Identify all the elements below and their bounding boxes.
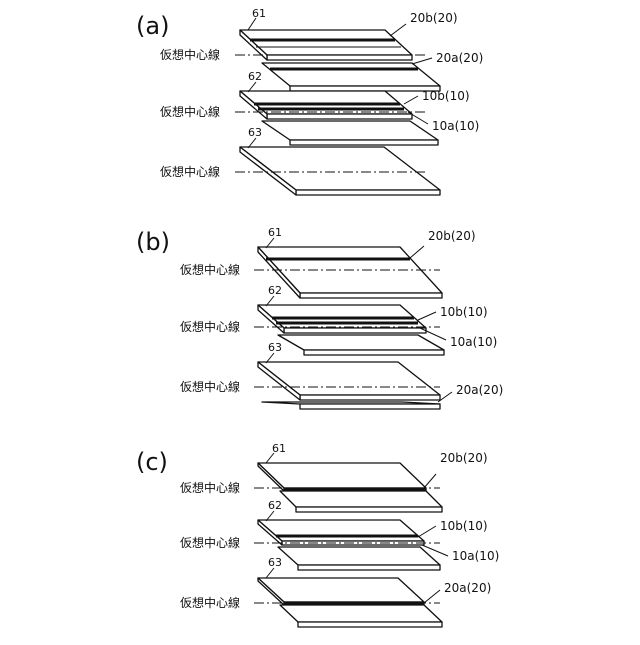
plate-63-c: [254, 568, 442, 627]
plate-ref-61-b: 61: [268, 226, 282, 239]
callout-10a-a: 10a(10): [432, 119, 479, 133]
callout-20b-c: 20b(20): [440, 451, 488, 465]
plate-ref-63-c: 63: [268, 556, 282, 569]
callout-20b-b: 20b(20): [428, 229, 476, 243]
callout-10b-c: 10b(10): [440, 519, 488, 533]
callout-20a-a: 20a(20): [436, 51, 483, 65]
center-line-label-a1: 仮想中心線: [160, 47, 220, 62]
plate-ref-62-a: 62: [248, 70, 262, 83]
callout-10a-c: 10a(10): [452, 549, 499, 563]
plate-ref-62-b: 62: [268, 284, 282, 297]
panel-label-a: (a): [136, 12, 169, 40]
plate-ref-61-a: 61: [252, 7, 266, 20]
plate-61-a: [235, 18, 440, 91]
plate-62-b: [254, 296, 444, 355]
plate-ref-63-b: 63: [268, 341, 282, 354]
plate-61-c: [254, 453, 442, 512]
callout-10b-b: 10b(10): [440, 305, 488, 319]
center-line-label-a3: 仮想中心線: [160, 164, 220, 179]
plate-63-b: [254, 353, 440, 409]
panel-label-c: (c): [136, 448, 168, 476]
center-line-label-c1: 仮想中心線: [180, 480, 240, 495]
callout-20a-b: 20a(20): [456, 383, 503, 397]
callout-20b-a: 20b(20): [410, 11, 458, 25]
center-line-label-b2: 仮想中心線: [180, 319, 240, 334]
plate-ref-63-a: 63: [248, 126, 262, 139]
plate-63-a: [235, 138, 440, 195]
plate-61-b: [254, 238, 442, 298]
center-line-label-b1: 仮想中心線: [180, 262, 240, 277]
panel-label-b: (b): [136, 228, 170, 256]
center-line-label-a2: 仮想中心線: [160, 104, 220, 119]
callout-10b-a: 10b(10): [422, 89, 470, 103]
center-line-label-c2: 仮想中心線: [180, 535, 240, 550]
callout-10a-b: 10a(10): [450, 335, 497, 349]
callout-20a-c: 20a(20): [444, 581, 491, 595]
plate-ref-61-c: 61: [272, 442, 286, 455]
plate-ref-62-c: 62: [268, 499, 282, 512]
center-line-label-c3: 仮想中心線: [180, 595, 240, 610]
center-line-label-b3: 仮想中心線: [180, 379, 240, 394]
